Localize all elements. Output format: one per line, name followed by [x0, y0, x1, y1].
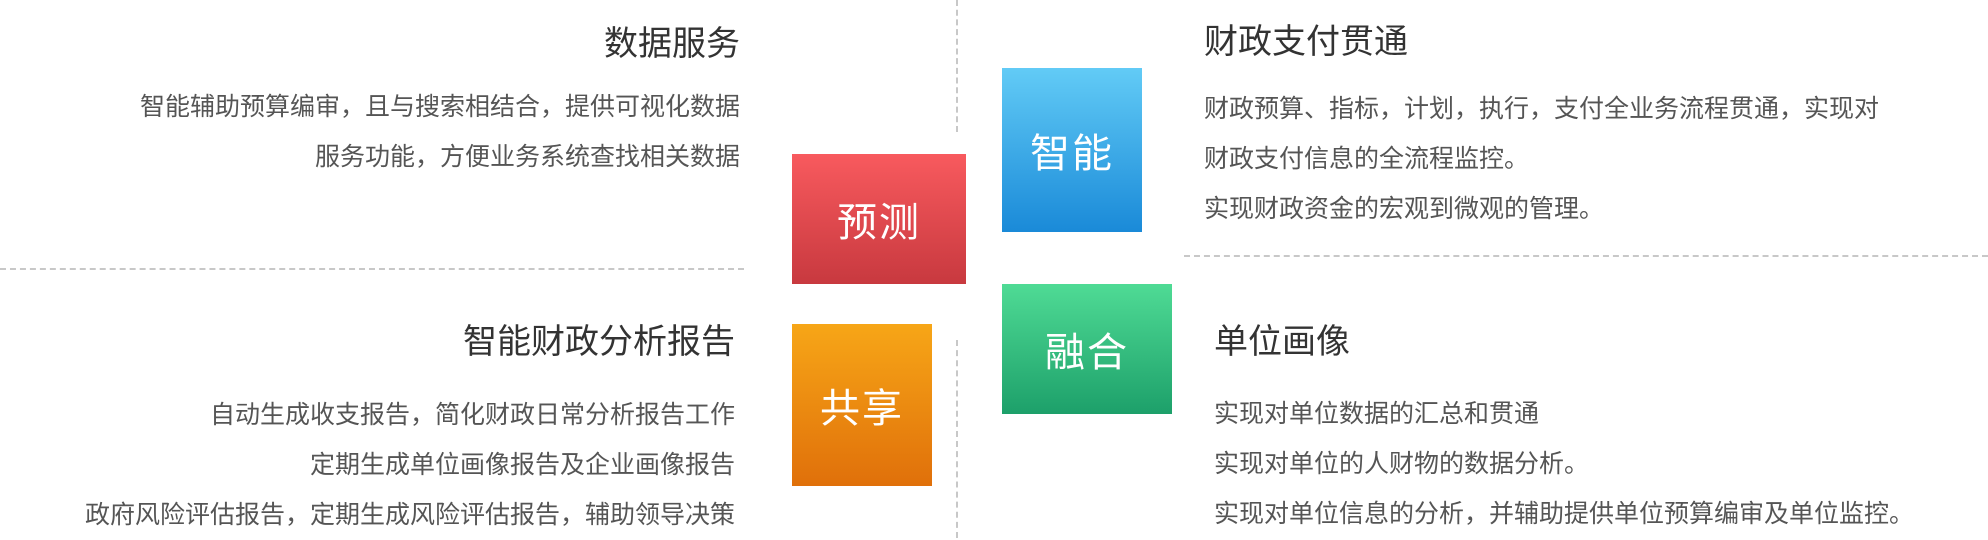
- divider-vertical-bottom: [956, 340, 958, 538]
- tile-intelligent-label: 智能: [1030, 131, 1114, 177]
- tile-fusion: 融合: [1002, 284, 1172, 414]
- divider-vertical-top: [956, 0, 958, 132]
- data-service-line-2: 服务功能，方便业务系统查找相关数据: [314, 142, 740, 171]
- tile-predict-label: 预测: [837, 200, 921, 246]
- tile-share: 共享: [792, 324, 932, 486]
- tile-share-label: 共享: [820, 386, 904, 432]
- payment-flow-title: 财政支付贯通: [1204, 22, 1408, 62]
- tile-predict: 预测: [792, 154, 966, 284]
- payment-flow-line-1: 财政预算、指标，计划，执行，支付全业务流程贯通，实现对: [1204, 94, 1880, 123]
- unit-profile-line-3: 实现对单位信息的分析，并辅助提供单位预算编审及单位监控。: [1214, 499, 1915, 528]
- data-service-desc: 智能辅助预算编审，且与搜索相结合，提供可视化数据 服务功能，方便业务系统查找相关…: [140, 82, 740, 182]
- tile-fusion-label: 融合: [1045, 330, 1129, 376]
- fiscal-report-desc: 自动生成收支报告，简化财政日常分析报告工作 定期生成单位画像报告及企业画像报告 …: [85, 390, 735, 540]
- data-service-line-1: 智能辅助预算编审，且与搜索相结合，提供可视化数据: [139, 92, 740, 121]
- tile-intelligent: 智能: [1002, 68, 1142, 232]
- divider-horizontal-right: [1184, 255, 1988, 257]
- unit-profile-line-2: 实现对单位的人财物的数据分析。: [1214, 449, 1590, 478]
- unit-profile-title: 单位画像: [1214, 322, 1350, 362]
- unit-profile-line-1: 实现对单位数据的汇总和贯通: [1214, 399, 1540, 428]
- fiscal-report-line-2: 定期生成单位画像报告及企业画像报告: [309, 450, 735, 479]
- fiscal-report-title: 智能财政分析报告: [463, 322, 735, 362]
- payment-flow-line-3: 实现财政资金的宏观到微观的管理。: [1204, 194, 1605, 223]
- data-service-title: 数据服务: [604, 24, 740, 64]
- payment-flow-desc: 财政预算、指标，计划，执行，支付全业务流程贯通，实现对 财政支付信息的全流程监控…: [1204, 84, 1879, 234]
- fiscal-report-line-1: 自动生成收支报告，简化财政日常分析报告工作: [209, 400, 735, 429]
- unit-profile-desc: 实现对单位数据的汇总和贯通 实现对单位的人财物的数据分析。 实现对单位信息的分析…: [1214, 389, 1914, 539]
- divider-horizontal-left: [0, 268, 744, 270]
- fiscal-report-line-3: 政府风险评估报告，定期生成风险评估报告，辅助领导决策: [84, 500, 735, 529]
- payment-flow-line-2: 财政支付信息的全流程监控。: [1204, 144, 1530, 173]
